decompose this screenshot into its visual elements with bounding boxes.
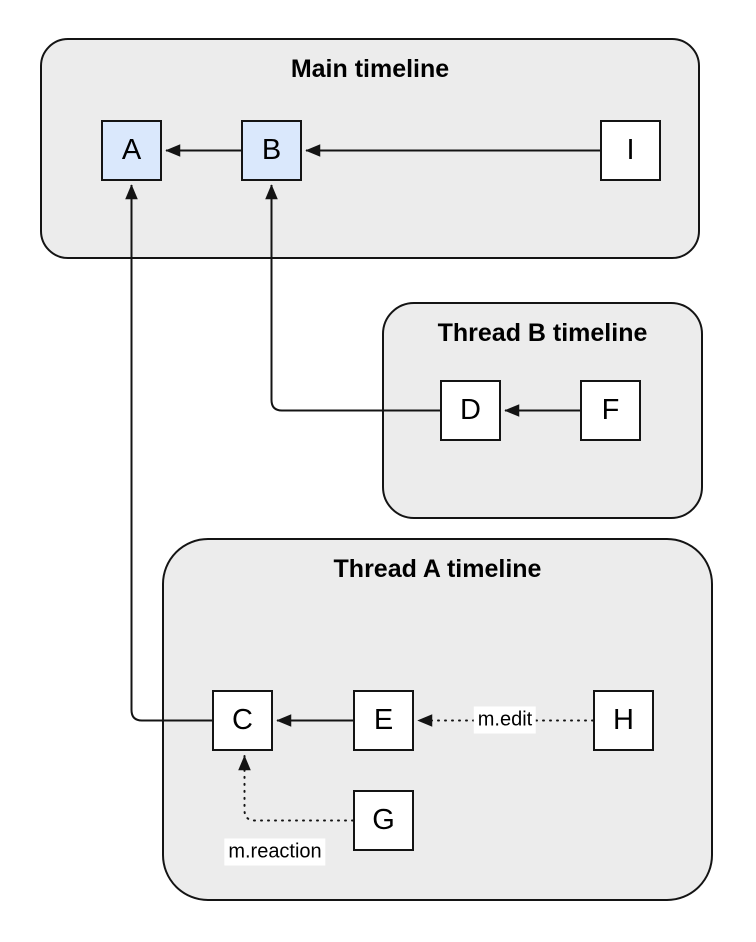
node-d: D: [440, 380, 501, 441]
node-g: G: [353, 790, 414, 851]
node-i: I: [600, 120, 661, 181]
node-b: B: [241, 120, 302, 181]
thread-b-timeline-title: Thread B timeline: [437, 319, 648, 347]
node-h: H: [593, 690, 654, 751]
node-c: C: [212, 690, 273, 751]
edge-label-m-edit: m.edit: [473, 706, 537, 734]
thread-a-timeline-title: Thread A timeline: [333, 555, 542, 583]
node-f: F: [580, 380, 641, 441]
container-thread-b-timeline: Thread B timeline: [382, 302, 703, 519]
edge-label-m-reaction: m.reaction: [224, 838, 326, 866]
node-a: A: [101, 120, 162, 181]
main-timeline-title: Main timeline: [290, 55, 450, 83]
node-e: E: [353, 690, 414, 751]
